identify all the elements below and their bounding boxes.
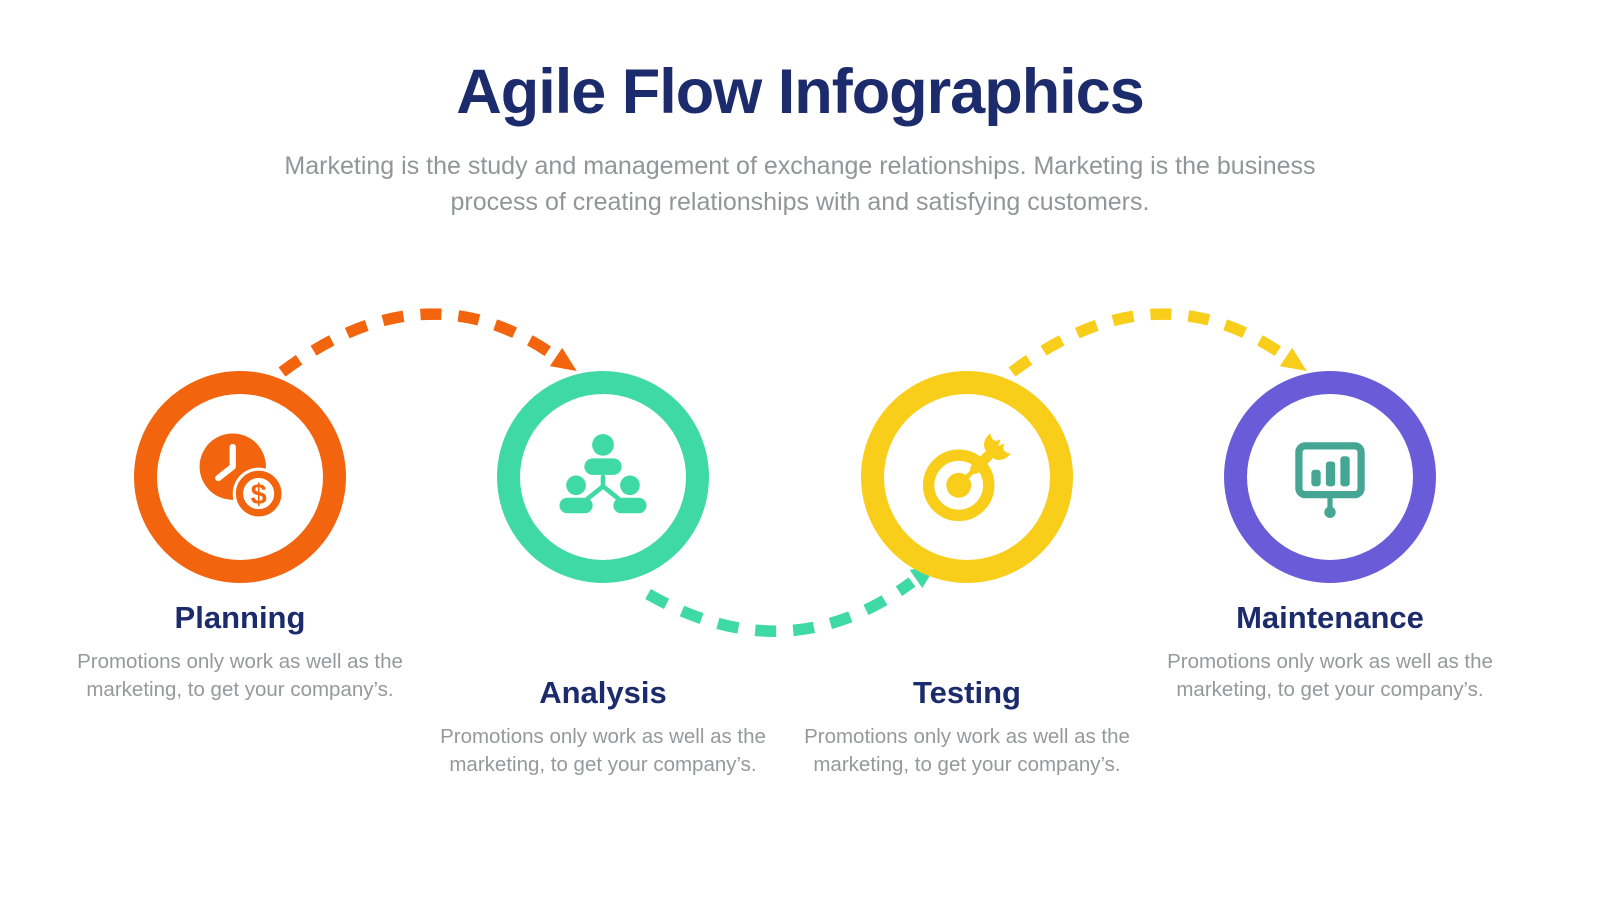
presentation-chart-icon (1295, 442, 1365, 518)
maintenance-circle (1224, 371, 1436, 583)
clock-dollar-icon: $ (199, 433, 285, 520)
team-hierarchy-icon (559, 433, 647, 514)
header: Agile Flow Infographics Marketing is the… (0, 0, 1600, 220)
page-subtitle: Marketing is the study and management of… (0, 148, 1600, 220)
arrowhead-icon (549, 347, 577, 371)
step-title-maintenance: Maintenance (1236, 600, 1424, 635)
arrow-testing-to-maintenance (1008, 308, 1307, 377)
analysis-circle (497, 371, 709, 583)
step-description-testing: Promotions only work as well as the mark… (804, 725, 1130, 776)
target-dart-icon (922, 433, 1011, 522)
step-description-planning: Promotions only work as well as the mark… (77, 650, 403, 701)
step-description-analysis: Promotions only work as well as the mark… (440, 725, 766, 776)
arrow-planning-to-analysis (278, 308, 577, 377)
step-description-maintenance: Promotions only work as well as the mark… (1167, 650, 1493, 701)
arrowhead-icon (1279, 347, 1307, 371)
step-title-testing: Testing (913, 675, 1021, 710)
subtitle-line-1: Marketing is the study and management of… (284, 152, 1316, 180)
testing-circle (861, 371, 1073, 583)
page-title: Agile Flow Infographics (456, 57, 1145, 127)
svg-text:$: $ (251, 479, 267, 511)
step-title-planning: Planning (174, 600, 306, 635)
subtitle-line-2: process of creating relationships with a… (450, 188, 1150, 216)
step-title-analysis: Analysis (539, 675, 667, 710)
arrow-analysis-to-testing (645, 564, 937, 637)
planning-circle: $ (134, 371, 346, 583)
arrowhead-icon (909, 564, 937, 589)
